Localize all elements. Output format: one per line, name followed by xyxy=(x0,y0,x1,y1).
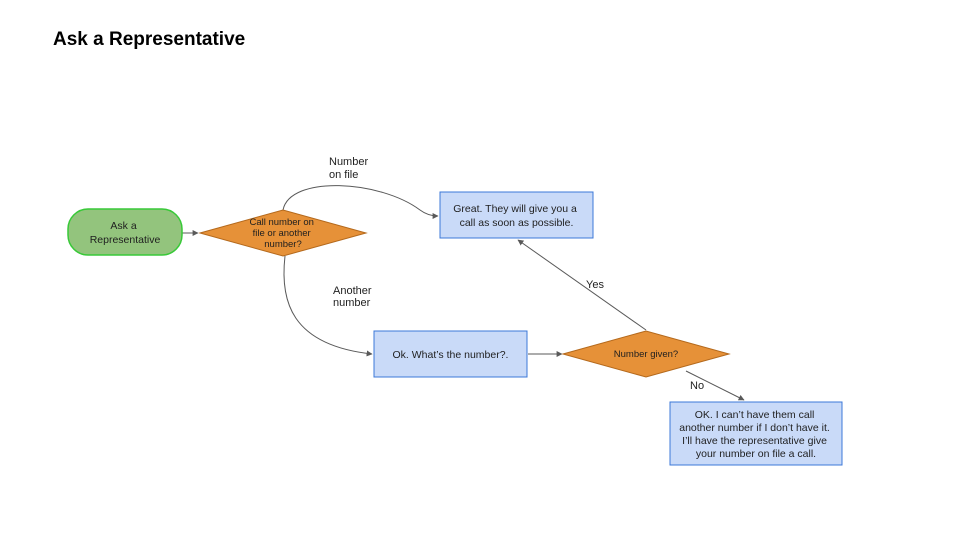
svg-text:Ask a Representative: Ask a Representative xyxy=(90,220,161,246)
no-number-box: OK. I can’t have them call another numbe… xyxy=(669,401,843,466)
edge-label-no: No xyxy=(690,380,704,392)
start-node-line-2: Representative xyxy=(90,234,161,246)
no-number-box-line-3: I’ll have the representative give xyxy=(682,435,827,447)
svg-text:Number given?: Number given? xyxy=(614,349,678,360)
decision-number-given: Number given? xyxy=(561,330,731,378)
ask-number-box-line-1: Ok. What’s the number?. xyxy=(393,349,509,361)
edge-label-another-number: Another number xyxy=(333,285,375,309)
decision-call-number-line-3: number? xyxy=(264,239,302,250)
svg-text:Call number on file or: Call number on file or another number? xyxy=(249,217,316,250)
edge-number-on-file xyxy=(282,185,439,219)
svg-text:Great. They will give you a: Great. They will give you a call as soon… xyxy=(453,203,579,229)
svg-text:Ok. What’s the number?.: Ok. What’s the number?. xyxy=(393,349,509,361)
edge-label-no-text: No xyxy=(690,380,704,392)
decision-call-number-line-1: Call number on xyxy=(249,217,313,228)
edge-another-number xyxy=(283,255,373,357)
decision-number-given-line-1: Number given? xyxy=(614,349,678,360)
page-title: Ask a Representative xyxy=(53,29,246,50)
ask-number-box: Ok. What’s the number?. xyxy=(373,330,528,378)
svg-text:OK. I can’t have them call: OK. I can’t have them call another numbe… xyxy=(679,409,833,460)
great-box-line-1: Great. They will give you a xyxy=(453,203,577,215)
decision-call-number: Call number on file or another number? xyxy=(198,209,368,257)
edge-yes xyxy=(517,239,647,331)
edge-no xyxy=(685,370,745,401)
edge-label-yes: Yes xyxy=(586,279,604,291)
edge-label-another-number-line-1: Another xyxy=(333,285,372,297)
start-node-line-1: Ask a xyxy=(110,220,136,232)
great-box-line-2: call as soon as possible. xyxy=(460,217,574,229)
start-node: Ask a Representative xyxy=(67,208,183,256)
edge-label-number-on-file-line-1: Number xyxy=(329,156,368,168)
great-box: Great. They will give you a call as soon… xyxy=(439,191,594,239)
edge-label-number-on-file: Number on file xyxy=(329,156,371,181)
edge-label-another-number-line-2: number xyxy=(333,297,371,309)
no-number-box-line-4: your number on file a call. xyxy=(696,448,816,460)
no-number-box-line-1: OK. I can’t have them call xyxy=(695,409,815,421)
edge-label-yes-text: Yes xyxy=(586,279,604,291)
no-number-box-line-2: another number if I don’t have it. xyxy=(679,422,830,434)
edge-label-number-on-file-line-2: on file xyxy=(329,169,358,181)
decision-call-number-line-2: file or another xyxy=(253,228,311,239)
